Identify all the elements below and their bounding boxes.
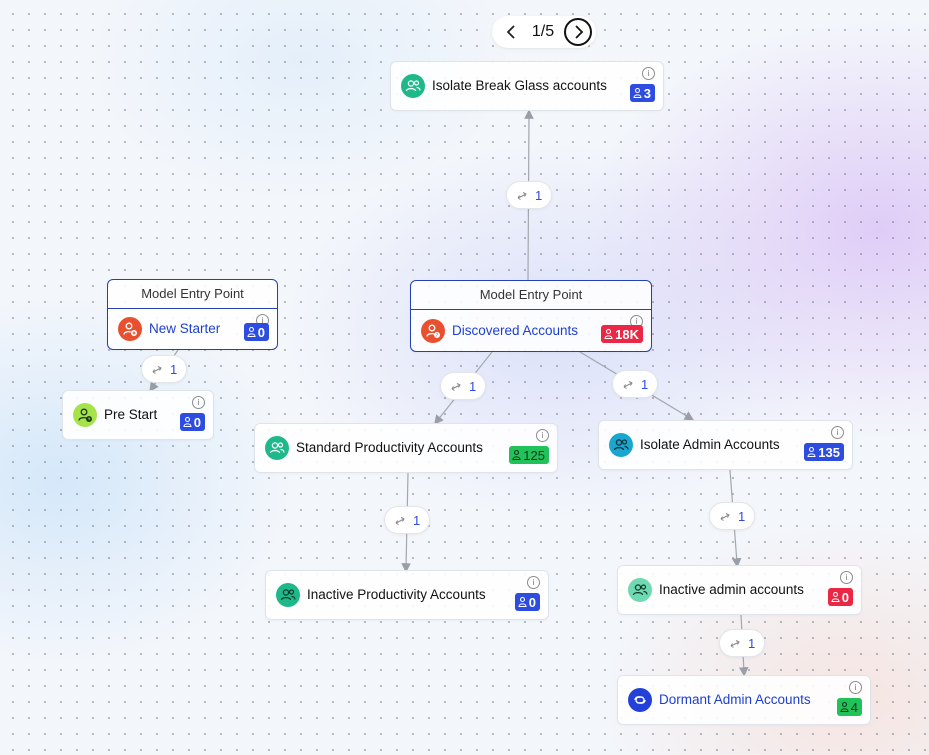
person-add-icon	[118, 317, 142, 341]
people-icon	[401, 74, 425, 98]
person-icon	[518, 596, 527, 608]
node-title: New Starter	[149, 321, 221, 337]
info-icon[interactable]: i	[831, 426, 844, 439]
node-title: Inactive admin accounts	[659, 582, 804, 598]
person-icon	[604, 328, 613, 340]
edge-count: 1	[170, 362, 178, 377]
member-count-badge: 125	[509, 446, 549, 464]
node-discovered-accounts[interactable]: Model Entry Point ? Discovered Accounts …	[410, 280, 652, 352]
node-pre-start[interactable]: Pre Start i 0	[62, 390, 214, 440]
node-isolate-break-glass[interactable]: Isolate Break Glass accounts i 3	[390, 61, 664, 111]
node-inactive-productivity[interactable]: Inactive Productivity Accounts i 0	[265, 570, 549, 620]
page-indicator: 1/5	[531, 23, 555, 40]
person-icon	[633, 87, 642, 99]
edge-label-discovered-to-standard[interactable]: 1	[440, 372, 486, 400]
info-icon[interactable]: i	[527, 576, 540, 589]
member-count-badge: 0	[514, 593, 540, 611]
diagram-pager: 1/5	[492, 16, 596, 48]
edge-label-new-starter-to-pre-start[interactable]: 1	[141, 355, 187, 383]
member-count-badge: 3	[629, 84, 655, 102]
people-icon	[276, 583, 300, 607]
node-isolate-admin[interactable]: Isolate Admin Accounts i 135	[598, 420, 853, 470]
edge-count: 1	[535, 188, 543, 203]
people-icon	[265, 436, 289, 460]
person-icon	[183, 416, 192, 428]
member-count: 0	[257, 324, 265, 340]
entry-point-header: Model Entry Point	[411, 281, 651, 310]
member-count: 125	[523, 447, 545, 463]
sync-arrows-icon	[152, 366, 162, 374]
person-clock-icon	[73, 403, 97, 427]
sync-arrows-icon	[720, 513, 730, 521]
edge-count: 1	[738, 509, 746, 524]
svg-text:?: ?	[436, 333, 439, 339]
person-icon	[512, 449, 521, 461]
node-new-starter[interactable]: Model Entry Point New Starter i 0	[107, 279, 278, 350]
node-inactive-admin[interactable]: Inactive admin accounts i 0	[617, 565, 862, 615]
person-question-icon: ?	[421, 318, 445, 343]
edge-label-discovered-to-break-glass[interactable]: 1	[506, 181, 552, 209]
member-count-badge: 0	[243, 323, 269, 341]
edge-count: 1	[748, 636, 756, 651]
info-icon[interactable]: i	[642, 67, 655, 80]
people-icon	[628, 578, 652, 602]
people-icon	[609, 433, 633, 457]
info-icon[interactable]: i	[192, 396, 205, 409]
member-count: 0	[841, 589, 849, 605]
node-standard-productivity[interactable]: Standard Productivity Accounts i 125	[254, 423, 558, 473]
member-count: 18K	[615, 326, 639, 342]
chevron-right-icon	[575, 25, 584, 39]
sync-arrows-icon	[623, 381, 633, 389]
edge-count: 1	[469, 379, 477, 394]
member-count-badge: 135	[804, 443, 844, 461]
person-icon	[840, 701, 849, 713]
node-dormant-admin[interactable]: Dormant Admin Accounts i 4	[617, 675, 871, 725]
person-icon	[247, 326, 256, 338]
node-title: Standard Productivity Accounts	[296, 440, 483, 456]
info-icon[interactable]: i	[840, 571, 853, 584]
edge-label-discovered-to-isolate-admin[interactable]: 1	[612, 370, 658, 398]
previous-page-button[interactable]	[500, 20, 524, 44]
info-icon[interactable]: i	[536, 429, 549, 442]
member-count: 135	[818, 444, 840, 460]
next-page-button[interactable]	[564, 18, 592, 46]
member-count: 0	[528, 594, 536, 610]
node-title: Isolate Break Glass accounts	[432, 78, 607, 94]
sync-arrows-icon	[395, 517, 405, 525]
node-title: Pre Start	[104, 407, 158, 423]
node-title: Isolate Admin Accounts	[640, 437, 780, 453]
node-title: Inactive Productivity Accounts	[307, 587, 486, 603]
member-count-badge: 0	[179, 413, 205, 431]
edge-count: 1	[641, 377, 649, 392]
member-count: 3	[643, 85, 651, 101]
node-title: Dormant Admin Accounts	[659, 692, 811, 708]
member-count: 0	[193, 414, 201, 430]
person-icon	[807, 446, 816, 458]
chevron-left-icon	[506, 25, 515, 39]
person-link-icon	[628, 688, 652, 712]
sync-arrows-icon	[517, 192, 527, 200]
sync-arrows-icon	[730, 640, 740, 648]
member-count-badge: 4	[836, 698, 862, 716]
edge-label-inactive-admin-to-dormant[interactable]: 1	[719, 629, 765, 657]
sync-arrows-icon	[451, 383, 461, 391]
node-title: Discovered Accounts	[452, 322, 579, 338]
edge-count: 1	[413, 513, 421, 528]
info-icon[interactable]: i	[849, 681, 862, 694]
member-count-badge: 18K	[601, 325, 643, 343]
edge-label-standard-to-inactive-productivity[interactable]: 1	[384, 506, 430, 534]
member-count: 4	[850, 699, 858, 715]
member-count-badge: 0	[827, 588, 853, 606]
entry-point-header: Model Entry Point	[108, 280, 277, 309]
edge-label-isolate-admin-to-inactive-admin[interactable]: 1	[709, 502, 755, 530]
person-icon	[831, 591, 840, 603]
